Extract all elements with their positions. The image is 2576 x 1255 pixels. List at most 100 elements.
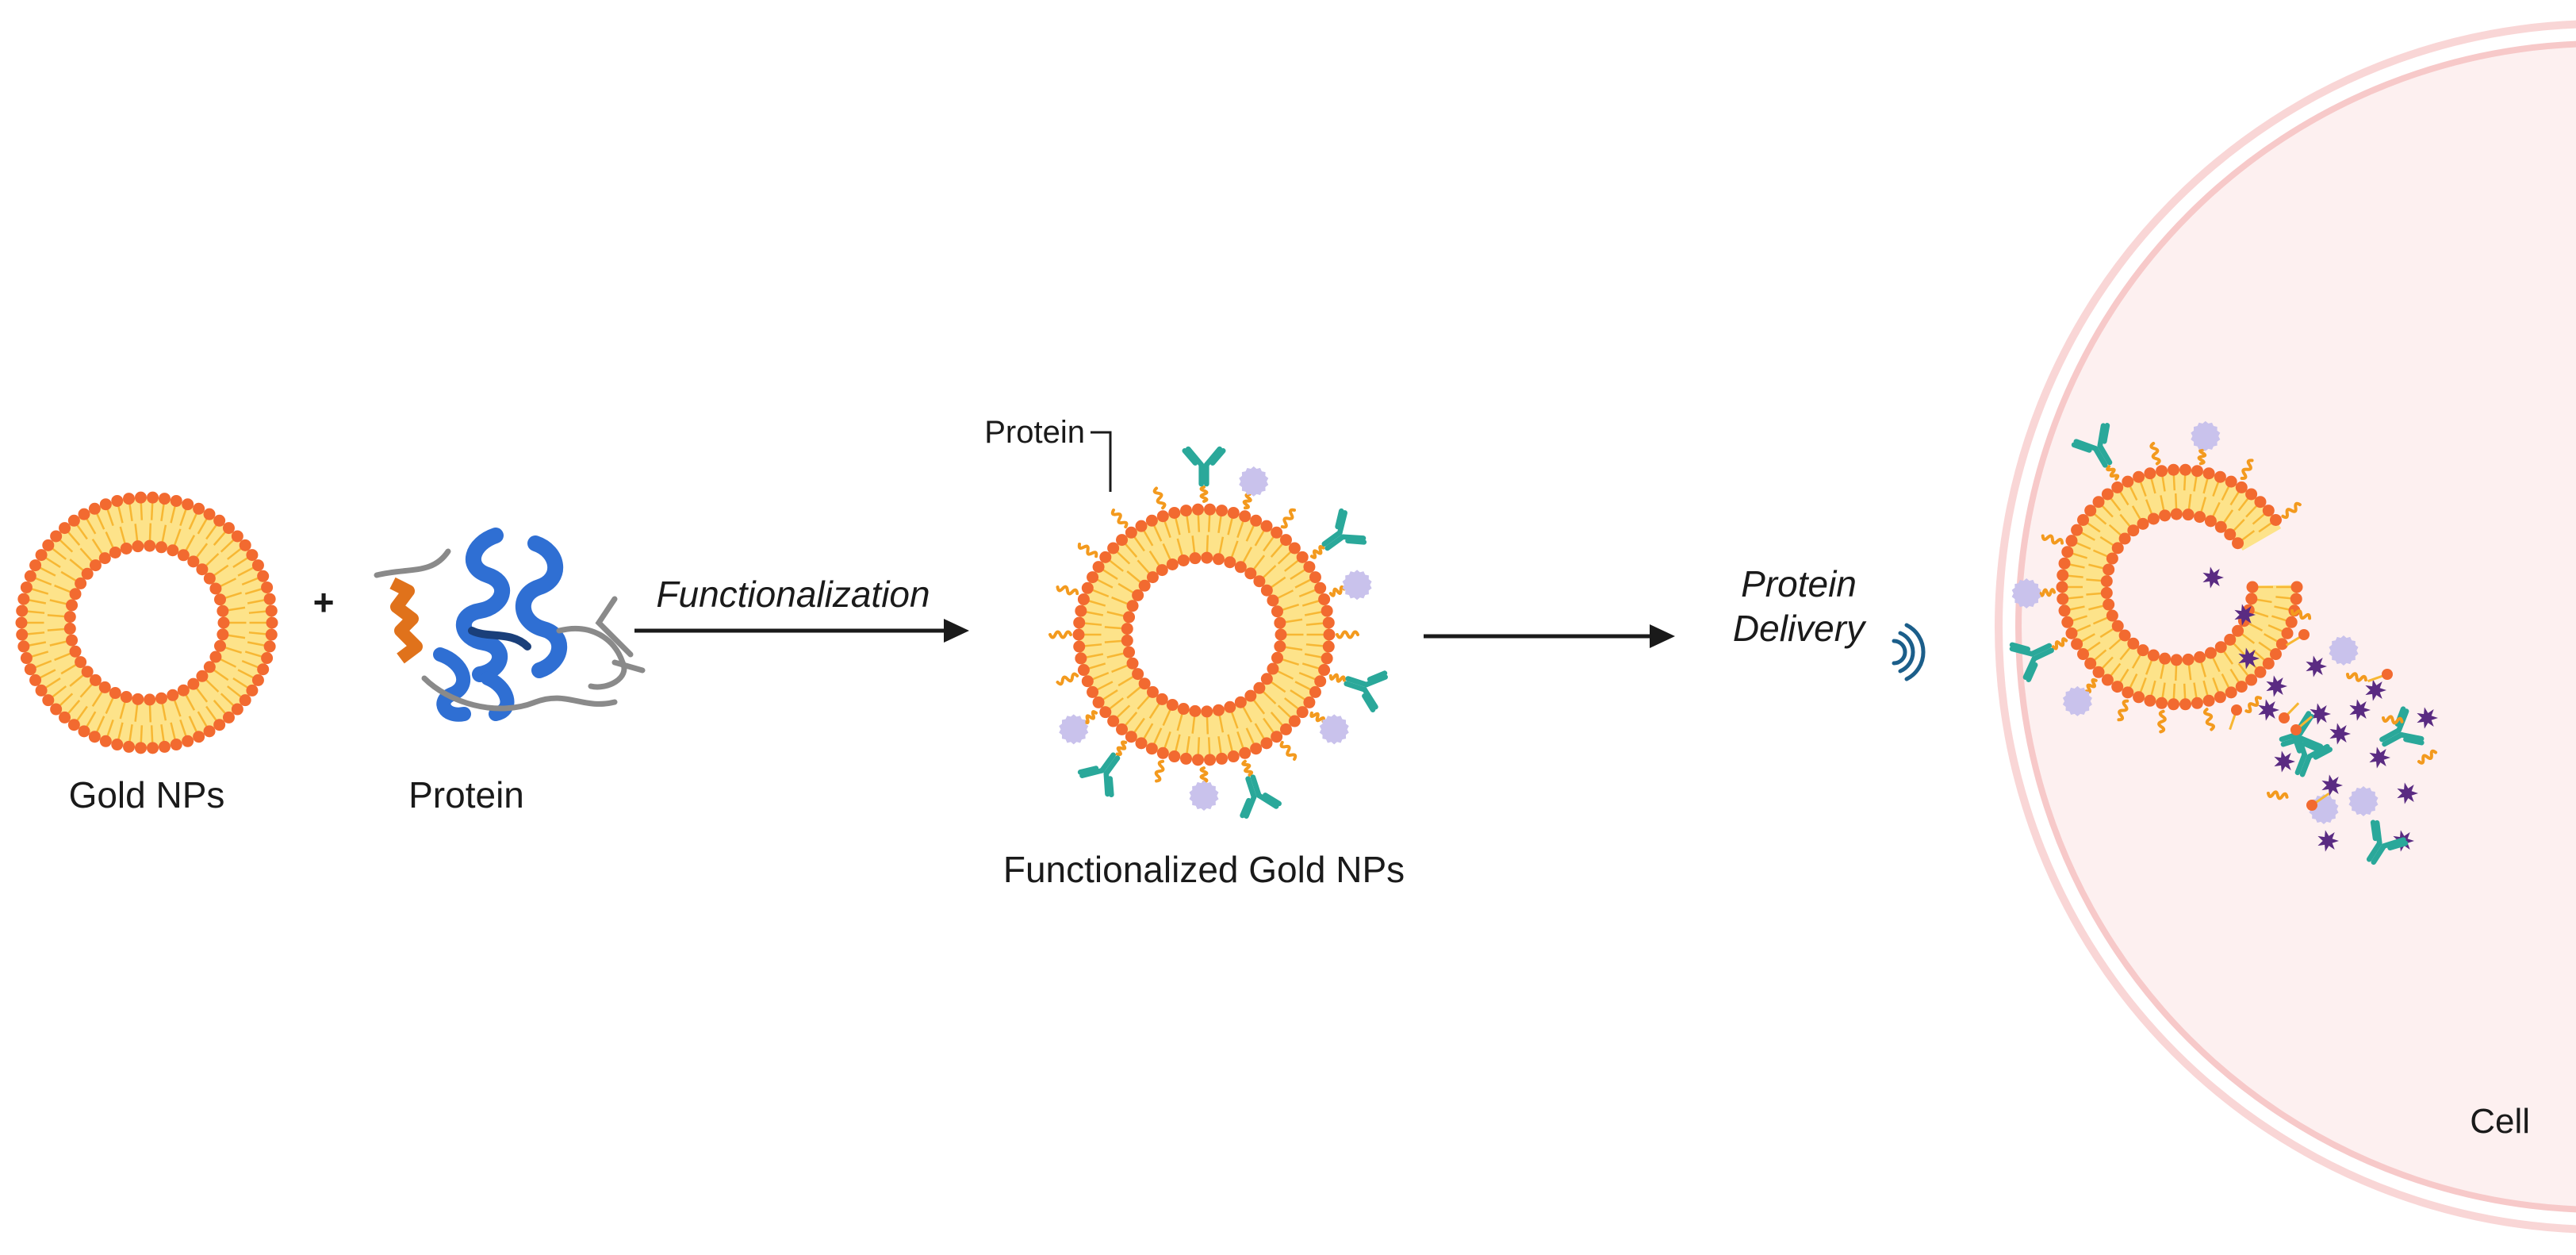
lipid-head	[2101, 674, 2114, 686]
lipid-tail	[1260, 689, 1277, 704]
linker	[2149, 441, 2161, 466]
lipid-tail	[140, 725, 144, 745]
lipid-head	[1156, 510, 1169, 523]
lipid-tail	[170, 504, 177, 524]
lipid-tail	[227, 546, 243, 560]
lipid-head	[1271, 731, 1283, 743]
lipid-tail	[117, 722, 124, 742]
delivery-arrow	[1424, 624, 1675, 648]
lipid-head	[109, 687, 121, 700]
lipid-head	[177, 684, 190, 697]
lipid-tail	[1174, 734, 1181, 754]
lipid-head	[1244, 689, 1257, 702]
lipid-head	[1135, 520, 1148, 532]
lipid-head	[167, 689, 179, 701]
lipid-tail	[188, 511, 199, 530]
lipid-head	[1132, 589, 1144, 601]
lipid-head	[1239, 746, 1252, 759]
lipid-tail	[2275, 596, 2294, 600]
payload-particle-icon	[2349, 699, 2371, 721]
lipid-tail	[148, 702, 152, 723]
lipid-tail	[105, 719, 114, 739]
antibody-icon	[1344, 670, 1388, 712]
lipid-tail	[161, 524, 167, 545]
linker	[2202, 708, 2216, 731]
linker	[2346, 672, 2367, 682]
lipid-head	[20, 652, 33, 665]
lipid-head	[2168, 698, 2180, 711]
lipid-tail	[50, 546, 67, 560]
lipid-tail	[1197, 737, 1201, 757]
lipid-head	[1126, 657, 1139, 670]
protein-bead-icon	[1059, 714, 1089, 745]
lipid-head	[2285, 616, 2298, 628]
lipid-tail	[1104, 639, 1125, 643]
lipid-head	[69, 645, 82, 658]
lipid-head	[59, 711, 71, 723]
lipid-head	[1092, 561, 1105, 574]
lipid-tail	[2252, 512, 2267, 525]
lipid-tail	[1162, 543, 1172, 562]
lipid-tail	[2131, 505, 2143, 522]
lipid-head	[1323, 628, 1336, 641]
lipid-head	[2232, 624, 2244, 637]
lipid-tail	[1275, 589, 1294, 601]
lipid-tail	[134, 524, 139, 543]
lipid-tail	[1245, 727, 1256, 746]
lipid-tail	[160, 501, 166, 521]
protein-callout-label: Protein	[984, 415, 1085, 450]
lipid-head	[1087, 685, 1099, 698]
lipid-head	[1180, 752, 1193, 765]
lipid-tail	[2274, 605, 2292, 612]
lipid-tail	[54, 651, 73, 662]
lipid-tail	[2251, 610, 2269, 618]
lipid-head	[2191, 697, 2203, 709]
lipid-tail	[1132, 717, 1145, 735]
lipid-tail	[2237, 662, 2251, 678]
lipid-head	[2182, 653, 2195, 666]
lipid-tail	[2221, 673, 2231, 690]
linker	[1056, 585, 1079, 596]
lipid-head	[1146, 685, 1159, 698]
lipid-tail	[244, 587, 265, 595]
lipid-head	[1227, 506, 1240, 519]
payload-particle-icon	[2365, 679, 2386, 701]
lipid-tail	[213, 529, 228, 546]
lipid-tail	[1082, 622, 1102, 626]
lipid-head	[187, 677, 200, 690]
lipid-head	[50, 703, 63, 716]
lipid-head	[1166, 558, 1179, 570]
lipid-head	[193, 731, 205, 743]
lipid-head	[120, 691, 132, 704]
lipid-tail	[222, 646, 243, 654]
lipid-head	[155, 541, 167, 554]
protein-structure-icon	[374, 528, 646, 722]
lipid-head	[1132, 668, 1144, 681]
payload-particle-icon	[2306, 655, 2327, 677]
lipid-tail	[1305, 622, 1326, 626]
lipid-head	[1156, 746, 1169, 759]
lipid-head	[2100, 575, 2113, 588]
linker	[1309, 545, 1325, 559]
lipid-tail	[1123, 541, 1138, 558]
lipid-head	[1099, 551, 1112, 563]
lipid-tail	[205, 705, 219, 723]
lipid-head	[1260, 520, 1273, 532]
lipid-tail	[60, 662, 79, 675]
lipid-tail	[2118, 668, 2129, 685]
lipid-tail	[1111, 663, 1130, 674]
lipid-tail	[2258, 641, 2274, 654]
lipid-tail	[2108, 662, 2122, 678]
lipid-head	[1121, 634, 1133, 647]
linker	[1154, 759, 1165, 783]
lipid-tail	[2074, 541, 2091, 551]
lipid-head	[177, 549, 190, 562]
lipid-tail	[2067, 605, 2085, 612]
payload-particle-icon	[2202, 566, 2224, 589]
lipid-tail	[1254, 723, 1267, 741]
lipid-tail	[2211, 501, 2221, 519]
lipid-head	[1138, 579, 1151, 592]
lipid-tail	[2091, 512, 2107, 525]
lipid-head	[2056, 581, 2068, 593]
lipid-tail	[43, 677, 61, 690]
